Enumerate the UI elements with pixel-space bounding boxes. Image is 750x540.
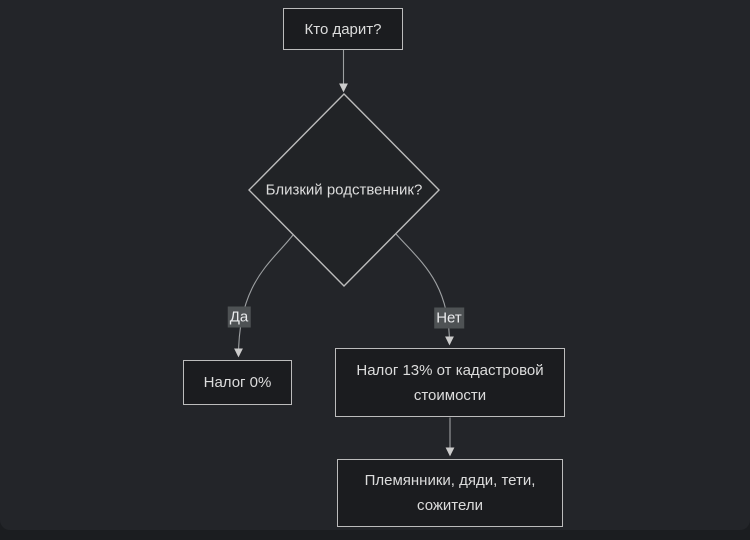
node-start-label: Кто дарит? xyxy=(304,20,382,38)
node-start: Кто дарит? xyxy=(283,8,403,50)
node-decision-label: Близкий родственник? xyxy=(265,181,423,199)
node-relatives: Племянники, дяди, тети, сожители xyxy=(337,459,563,527)
edge-label-yes: Да xyxy=(227,306,251,328)
node-relatives-label: Племянники, дяди, тети, сожители xyxy=(364,472,536,514)
edge-decision-to-tax-zero xyxy=(234,234,294,358)
node-tax13-label: Налог 13% от кадастровой стоимости xyxy=(356,361,544,404)
node-decision-shape xyxy=(248,93,440,287)
edge-label-no: Нет xyxy=(434,307,464,329)
node-tax13: Налог 13% от кадастровой стоимости xyxy=(335,348,565,417)
node-tax-zero: Налог 0% xyxy=(183,360,292,405)
node-tax-zero-label: Налог 0% xyxy=(203,374,272,391)
